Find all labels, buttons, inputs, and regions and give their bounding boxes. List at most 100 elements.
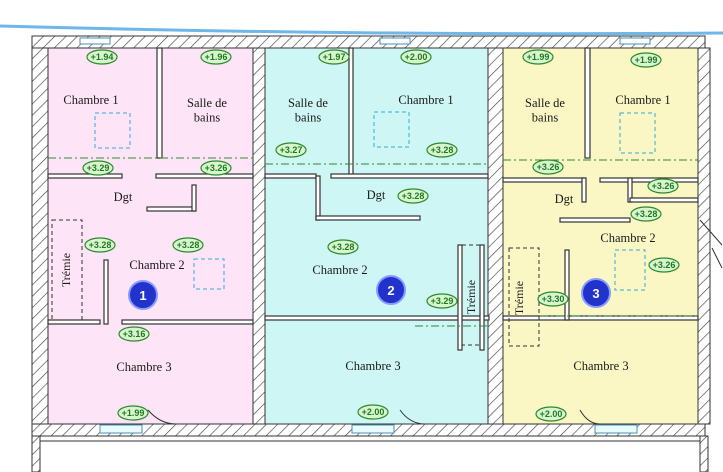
- level-badges: +1.94 +1.96 +3.29 +3.26 +3.28 +3.28 +3.1…: [82, 49, 680, 422]
- level-badge-text: +3.26: [653, 260, 676, 270]
- u1-chambre2-label: Chambre 2: [129, 258, 184, 272]
- level-badge-oval: [426, 142, 458, 158]
- level-badge: +3.29: [426, 293, 458, 309]
- level-badge-text: +3.27: [280, 145, 303, 155]
- level-badge-text: +3.26: [537, 162, 560, 172]
- unit-number-2: 2: [376, 275, 406, 305]
- level-badge-text: +3.30: [542, 294, 565, 304]
- level-badge-oval: [200, 160, 232, 176]
- unit-number-2-text: 2: [387, 283, 394, 298]
- level-badge-oval: [117, 405, 149, 421]
- u2-dgt-label: Dgt: [367, 188, 386, 202]
- interior-walls: [47, 47, 699, 351]
- level-badge-oval: [82, 160, 114, 176]
- level-badge-oval: [318, 49, 350, 65]
- level-badge-oval: [532, 159, 564, 175]
- level-badge-text: +3.26: [205, 163, 228, 173]
- level-badge-oval: [630, 52, 662, 68]
- level-badge: +3.26: [532, 159, 564, 175]
- level-badge-text: +2.00: [362, 407, 385, 417]
- level-badge: +1.97: [318, 49, 350, 65]
- u1-chambre1-label: Chambre 1: [63, 93, 118, 107]
- u1-tremie-label: Trémie: [59, 253, 73, 287]
- level-badge: +3.26: [648, 257, 680, 273]
- level-badge: +3.30: [537, 291, 569, 307]
- level-badge: +3.26: [647, 178, 679, 194]
- level-badge-oval: [400, 49, 432, 65]
- u3-dgt-label: Dgt: [555, 192, 574, 206]
- level-badge-text: +3.28: [402, 191, 425, 201]
- u3-chambre2-label: Chambre 2: [600, 231, 655, 245]
- u1-chambre3-label: Chambre 3: [116, 360, 171, 374]
- level-badge-oval: [630, 206, 662, 222]
- level-badge-text: +3.29: [431, 296, 454, 306]
- level-badge-text: +1.97: [323, 52, 346, 62]
- level-badge-oval: [86, 49, 118, 65]
- u2-chambre2-label: Chambre 2: [312, 263, 367, 277]
- level-badge-oval: [647, 178, 679, 194]
- tremie-1-outline: [51, 219, 83, 321]
- u2-chambre3-label: Chambre 3: [345, 359, 400, 373]
- doors: [147, 219, 723, 425]
- unit-3-area: [503, 48, 698, 424]
- unit-number-1-circle: [128, 280, 158, 310]
- unit-number-3-circle: [581, 278, 611, 308]
- level-badge: +1.99: [522, 49, 554, 65]
- level-badge: +2.00: [357, 404, 389, 420]
- party-wall-2-3: [487, 47, 504, 425]
- level-badge-text: +3.28: [177, 240, 200, 250]
- level-badge-text: +3.26: [652, 181, 675, 191]
- level-badge: +1.99: [630, 52, 662, 68]
- unit-2-area: [265, 48, 488, 424]
- level-badge-text: +1.96: [205, 52, 228, 62]
- level-badge: +3.29: [82, 160, 114, 176]
- level-badge-oval: [275, 142, 307, 158]
- u3-chambre3-label: Chambre 3: [573, 359, 628, 373]
- level-badge-oval: [357, 404, 389, 420]
- skylights: [94, 111, 656, 291]
- unit-number-2-circle: [376, 275, 406, 305]
- level-badge-oval: [200, 49, 232, 65]
- level-badge-text: +3.29: [87, 163, 110, 173]
- sky-line: [0, 24, 723, 36]
- level-badge: +3.28: [172, 237, 204, 253]
- level-badge-text: +3.28: [635, 209, 658, 219]
- level-badge-oval: [535, 406, 567, 422]
- level-badge-text: +3.28: [431, 145, 454, 155]
- level-badge: +3.28: [630, 206, 662, 222]
- level-badge-text: +2.00: [405, 52, 428, 62]
- level-badge-text: +2.00: [540, 409, 563, 419]
- level-badge-text: +3.16: [123, 329, 146, 339]
- unit-number-3: 3: [581, 278, 611, 308]
- outer-wall-right: [697, 47, 711, 425]
- level-badge-text: +1.94: [91, 52, 114, 62]
- level-badge-oval: [522, 49, 554, 65]
- level-badge: +3.16: [118, 326, 150, 342]
- unit-number-1-text: 1: [139, 288, 146, 303]
- level-badge: +2.00: [535, 406, 567, 422]
- windows-top: [79, 37, 651, 45]
- level-badge-oval: [327, 239, 359, 255]
- level-badge: +1.94: [86, 49, 118, 65]
- party-wall-1-2: [252, 47, 266, 425]
- level-badge-oval: [397, 188, 429, 204]
- lower-wall-right: [699, 435, 709, 472]
- level-badge: +1.96: [200, 49, 232, 65]
- level-badge: +2.00: [400, 49, 432, 65]
- u1-dgt-label: Dgt: [114, 190, 133, 204]
- level-badge: +3.28: [426, 142, 458, 158]
- u2-chambre1-label: Chambre 1: [398, 93, 453, 107]
- level-badge-oval: [84, 237, 116, 253]
- level-badge-oval: [118, 326, 150, 342]
- tremie-2-outline: [461, 244, 481, 346]
- level-badge: +3.27: [275, 142, 307, 158]
- u3-tremie-label: Trémie: [512, 281, 526, 315]
- level-badge-text: +3.28: [332, 242, 355, 252]
- level-badge-text: +1.99: [527, 52, 550, 62]
- level-badge: +3.28: [397, 188, 429, 204]
